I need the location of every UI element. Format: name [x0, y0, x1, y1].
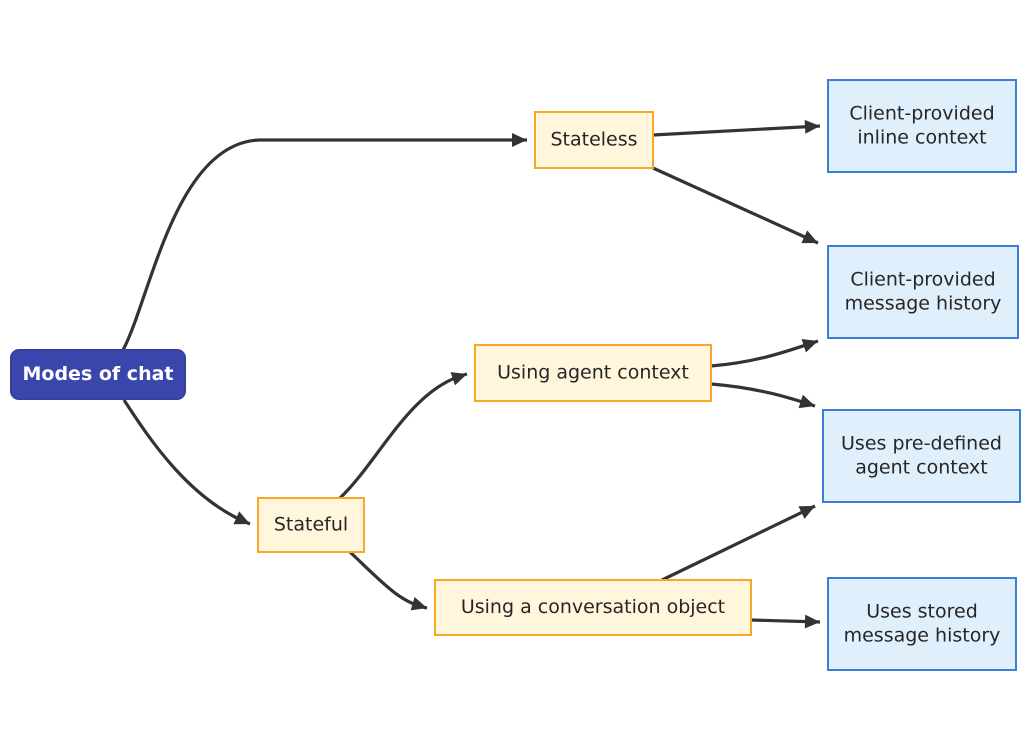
arrowhead-icon — [801, 230, 818, 244]
node-stateful[interactable]: Stateful — [257, 497, 365, 553]
node-label: Client-provided — [850, 269, 995, 291]
node-shape — [10, 349, 186, 400]
edge-line — [652, 124, 821, 137]
node-label: message history — [845, 293, 1002, 315]
arrowhead-icon — [512, 133, 527, 147]
edge-root-to-stateful — [122, 399, 251, 526]
arrowhead-icon — [801, 339, 818, 353]
edge-agent-context-to-predefined-agent-context — [710, 382, 816, 409]
node-label: Stateful — [274, 514, 348, 536]
edge-stateless-to-message-history — [652, 166, 819, 245]
node-label: Using agent context — [497, 362, 689, 384]
node-label: Modes of chat — [23, 363, 174, 385]
edge-stateful-to-conversation-object — [348, 550, 428, 611]
edge-line — [710, 382, 816, 408]
edge-agent-context-to-message-history — [710, 339, 819, 368]
node-conversation_object[interactable]: Using a conversation object — [434, 579, 752, 636]
edge-line — [121, 138, 527, 351]
arrowhead-icon — [804, 614, 820, 629]
node-label: Stateless — [550, 129, 637, 151]
node-shape — [827, 79, 1017, 173]
node-label: message history — [844, 625, 1001, 647]
node-shape — [474, 344, 712, 402]
node-shape — [434, 579, 752, 636]
edge-line — [710, 339, 819, 368]
node-shape — [827, 245, 1019, 339]
node-shape — [822, 409, 1021, 503]
arrowhead-icon — [410, 596, 427, 611]
node-label: Uses pre-defined — [841, 433, 1002, 455]
node-label: Uses stored — [866, 601, 978, 623]
node-shape — [534, 111, 654, 169]
edge-line — [661, 504, 816, 582]
node-label: Using a conversation object — [461, 596, 725, 618]
edge-line — [338, 372, 468, 500]
node-label: inline context — [857, 127, 986, 149]
edge-line — [122, 399, 251, 526]
arrowhead-icon — [798, 394, 815, 409]
node-shape — [257, 497, 365, 553]
arrowhead-icon — [450, 372, 467, 386]
node-shape — [827, 577, 1017, 671]
edge-line — [652, 166, 819, 245]
arrowhead-icon — [798, 506, 815, 519]
edges-layer — [121, 119, 821, 629]
edge-conversation-object-to-predefined-agent-context — [661, 504, 816, 582]
edge-conversation-object-to-stored-history — [750, 614, 821, 629]
edge-root-to-stateless — [121, 133, 527, 351]
node-stateless[interactable]: Stateless — [534, 111, 654, 169]
node-agent_context[interactable]: Using agent context — [474, 344, 712, 402]
edge-stateless-to-inline-context — [652, 119, 821, 137]
arrowhead-icon — [804, 119, 820, 134]
edge-stateful-to-agent-context — [338, 372, 468, 500]
node-label: Client-provided — [849, 103, 994, 125]
arrowhead-icon — [233, 511, 250, 525]
node-root[interactable]: Modes of chat — [10, 349, 186, 400]
node-label: agent context — [855, 457, 988, 479]
